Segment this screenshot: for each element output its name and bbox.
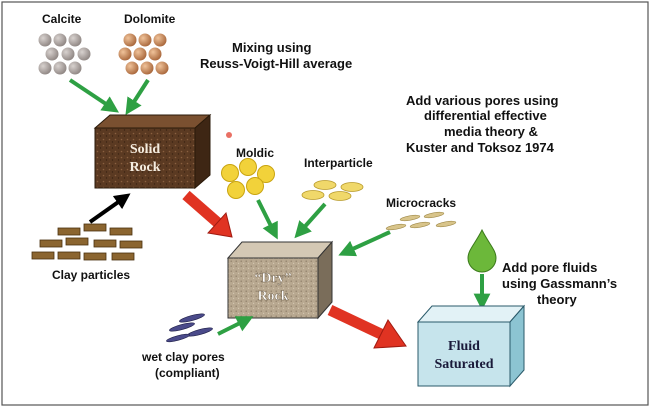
pores-title-line2: differential effective [424, 108, 547, 123]
fluids-title-line3: theory [537, 292, 578, 307]
moldic-pores-icon [221, 158, 275, 199]
solid-rock-label-line1: Solid [130, 142, 161, 157]
wet-clay-label-line2: (compliant) [155, 366, 220, 380]
microcracks-to-dry-arrow [338, 230, 391, 257]
calcite-label: Calcite [42, 12, 82, 26]
dry-rock-label-line1: “Dry” [254, 271, 291, 286]
pores-title-line3: media theory & [444, 124, 538, 139]
fluids-title-line1: Add pore fluids [502, 260, 597, 275]
dolomite-to-solid-arrow [125, 78, 150, 116]
solid-rock-cube [93, 113, 212, 190]
pores-title-line4: Kuster and Toksoz 1974 [406, 140, 555, 155]
dolomite-grains-icon [118, 33, 169, 75]
dry-rock-cube [226, 240, 334, 320]
interparticle-to-dry-arrow [294, 202, 327, 239]
microcracks-label: Microcracks [386, 196, 456, 210]
cursor-dot-icon [226, 132, 232, 138]
interparticle-label: Interparticle [304, 156, 373, 170]
fluid-saturated-label-line2: Saturated [434, 357, 493, 372]
fluid-saturated-label-line1: Fluid [448, 339, 480, 354]
wet-clay-pores-icon [166, 313, 213, 343]
dry-rock-label-line2: Rock [257, 289, 288, 304]
wet-clay-to-dry-arrow [217, 316, 254, 336]
solid-to-dry-arrow [182, 190, 233, 238]
dolomite-label: Dolomite [124, 12, 176, 26]
calcite-grains-icon [38, 33, 91, 75]
solid-rock-label-line2: Rock [129, 160, 160, 175]
pores-title-line1: Add various pores using [406, 93, 558, 108]
clay-particles-label: Clay particles [52, 268, 130, 282]
fluids-title-line2: using Gassmann’s [502, 276, 617, 291]
moldic-to-dry-arrow [256, 199, 278, 240]
diagram-frame [1, 1, 649, 406]
moldic-label: Moldic [236, 146, 274, 160]
wet-clay-label-line1: wet clay pores [141, 350, 225, 364]
fluid-drop-icon [467, 228, 497, 273]
fluid-saturated-cube [416, 304, 526, 388]
interparticle-pores-icon [301, 180, 364, 201]
clay-particles-icon [31, 223, 143, 261]
clay-to-solid-arrow [88, 193, 131, 224]
mixing-subtitle: Reuss-Voigt-Hill average [200, 56, 352, 71]
mixing-title: Mixing using [232, 40, 312, 55]
microcracks-icon [385, 211, 457, 231]
dry-to-fluid-arrow [327, 305, 407, 349]
calcite-to-solid-arrow [68, 78, 119, 113]
